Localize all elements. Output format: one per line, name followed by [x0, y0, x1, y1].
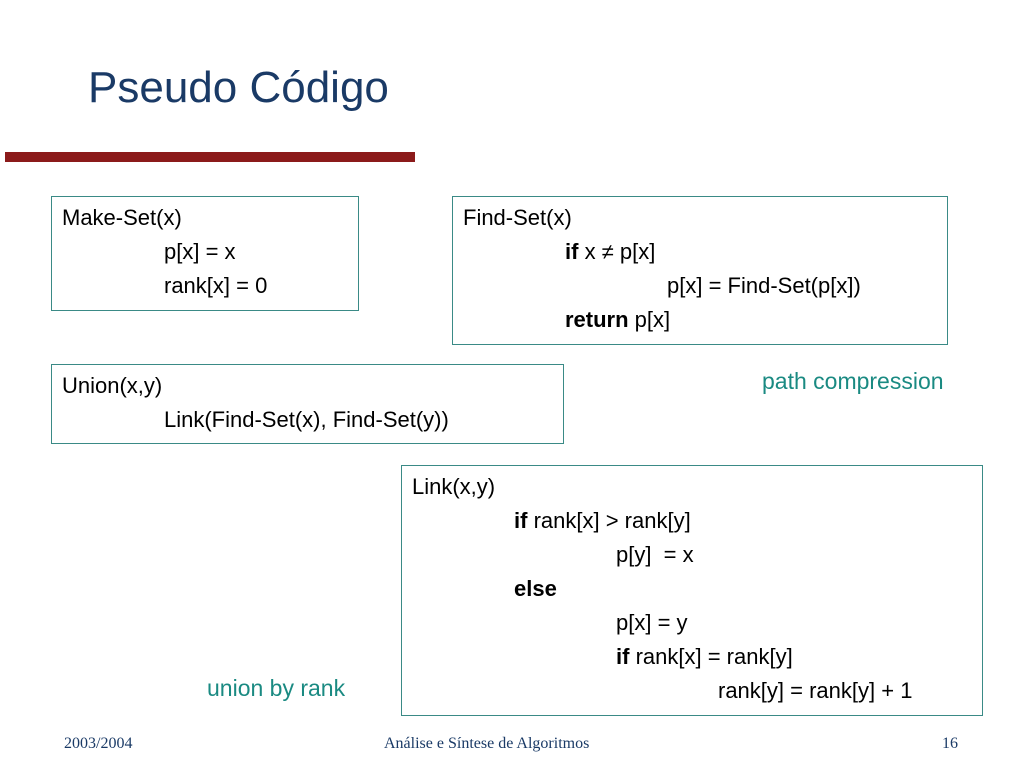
path-compression-note: path compression: [762, 368, 944, 394]
code-line: Link(x,y): [412, 474, 496, 499]
code-line: if rank[x] > rank[y]: [412, 504, 972, 538]
code-line: rank[x] = 0: [164, 273, 268, 298]
union-code-box: Union(x,y) Link(Find-Set(x), Find-Set(y)…: [51, 364, 564, 444]
code-line: Find-Set(x): [463, 205, 572, 230]
code-text: rank[x] > rank[y]: [527, 508, 691, 533]
code-line: if x ≠ p[x]: [463, 235, 937, 269]
code-line: p[x] = x: [164, 239, 236, 264]
keyword: return: [565, 307, 629, 332]
link-code-box: Link(x,y) if rank[x] > rank[y] p[y] = x …: [401, 465, 983, 716]
code-line: Union(x,y): [62, 373, 163, 398]
title-underline: [5, 152, 415, 162]
code-line: rank[y] = rank[y] + 1: [718, 678, 913, 703]
keyword: else: [514, 576, 557, 601]
code-line: p[y] = x: [616, 542, 694, 567]
code-text: x ≠ p[x]: [578, 239, 656, 264]
code-line: Make-Set(x): [62, 205, 182, 230]
footer-page-number: 16: [942, 735, 958, 752]
footer-year: 2003/2004: [64, 735, 133, 752]
keyword: if: [565, 239, 579, 264]
code-line: p[x] = Find-Set(p[x]): [667, 273, 861, 298]
code-line: return p[x]: [463, 303, 937, 337]
slide-title: Pseudo Código: [88, 63, 389, 112]
union-by-rank-note: union by rank: [207, 675, 346, 701]
make-set-code-box: Make-Set(x) p[x] = x rank[x] = 0: [51, 196, 359, 311]
code-line: else: [412, 572, 972, 606]
code-line: if rank[x] = rank[y]: [412, 640, 972, 674]
code-line: p[x] = y: [616, 610, 688, 635]
code-text: p[x]: [628, 307, 671, 332]
code-line: Link(Find-Set(x), Find-Set(y)): [164, 407, 449, 432]
keyword: if: [514, 508, 528, 533]
find-set-code-box: Find-Set(x) if x ≠ p[x] p[x] = Find-Set(…: [452, 196, 948, 345]
footer-course-title: Análise e Síntese de Algoritmos: [384, 735, 590, 752]
code-text: rank[x] = rank[y]: [629, 644, 793, 669]
keyword: if: [616, 644, 630, 669]
